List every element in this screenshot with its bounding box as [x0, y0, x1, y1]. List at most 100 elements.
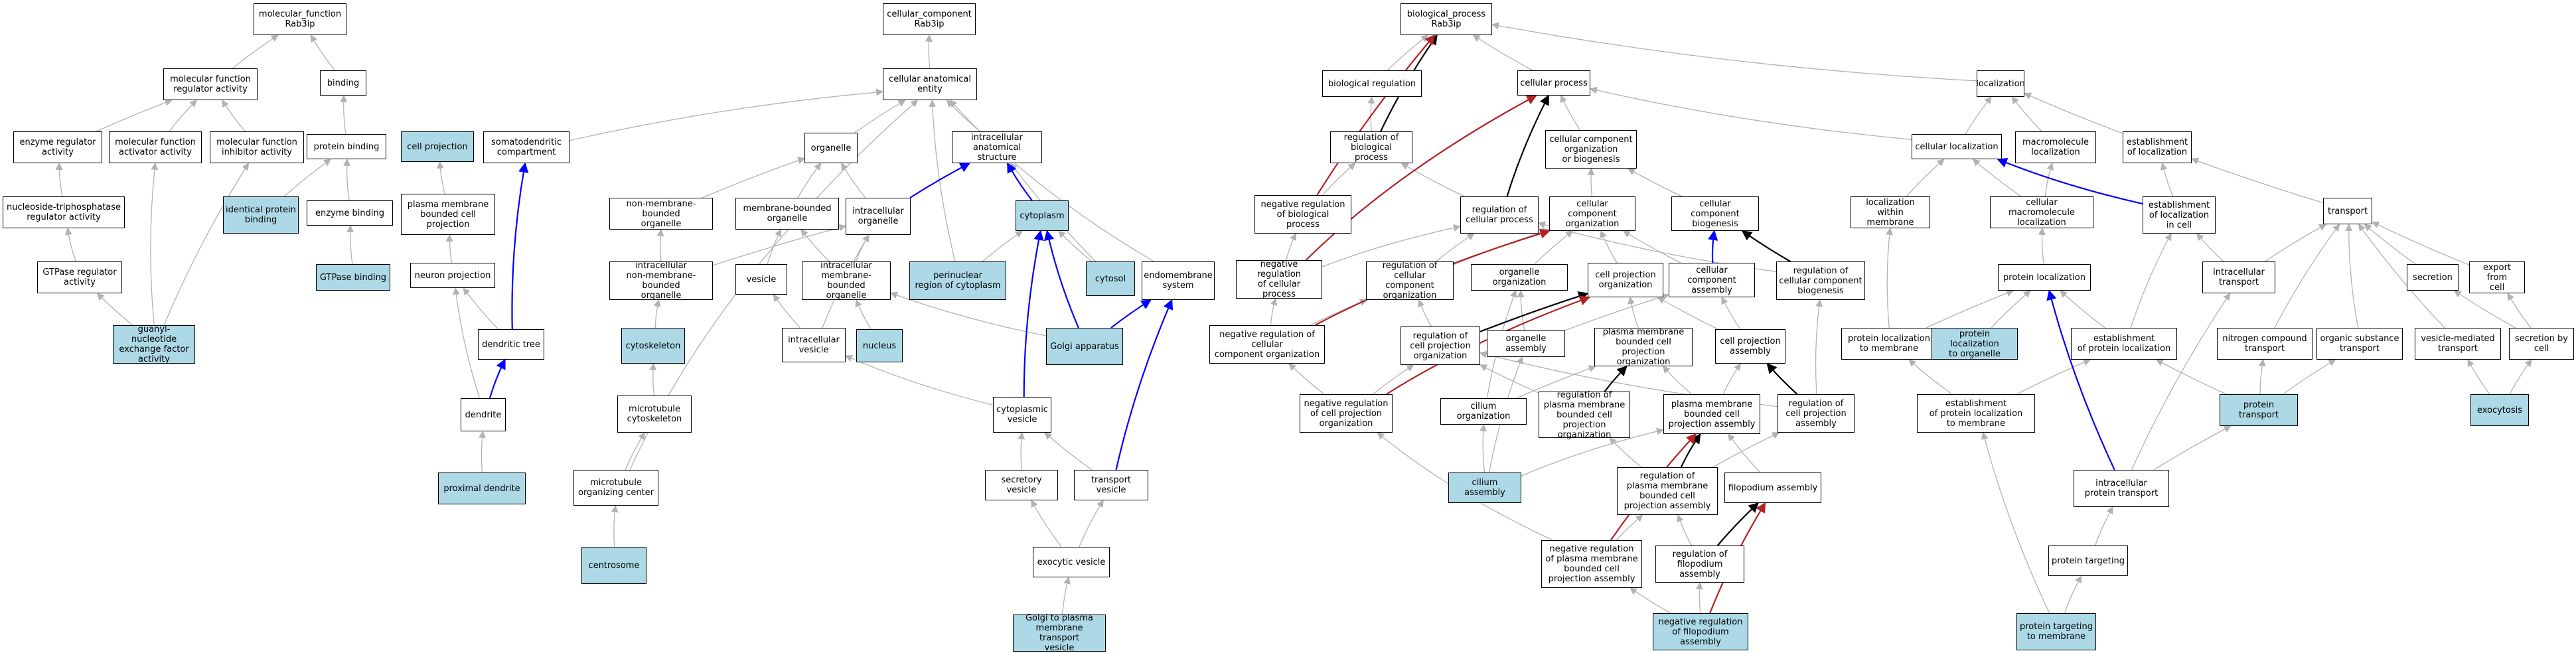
go-term-node[interactable]: molecular function inhibitor activity [210, 131, 304, 163]
go-term-node[interactable]: cilium assembly [1448, 472, 1521, 503]
go-term-node[interactable]: filopodium assembly [1724, 472, 1821, 503]
go-term-node[interactable]: cytosol [1086, 261, 1135, 296]
go-term-node[interactable]: non-membrane-bounded organelle [609, 198, 713, 230]
go-term-node[interactable]: cellular_component Rab3ip [883, 3, 976, 35]
go-term-node[interactable]: protein localization to organelle [1932, 328, 2018, 360]
go-term-node[interactable]: enzyme regulator activity [13, 131, 102, 163]
go-term-node[interactable]: regulation of filopodium assembly [1655, 545, 1744, 583]
go-term-node[interactable]: localization within membrane [1851, 196, 1930, 228]
go-term-node[interactable]: cellular component organization or bioge… [1545, 130, 1637, 169]
go-term-node[interactable]: cell projection [401, 131, 474, 162]
go-term-node[interactable]: protein localization to membrane [1841, 328, 1937, 360]
go-term-node[interactable]: transport vesicle [1074, 470, 1148, 500]
go-term-node[interactable]: establishment of localization in cell [2143, 196, 2216, 234]
go-term-node[interactable]: negative regulation of plasma membrane b… [1541, 540, 1642, 588]
go-term-node[interactable]: endomembrane system [1142, 261, 1215, 300]
go-term-node[interactable]: negative regulation of biological proces… [1254, 195, 1351, 234]
go-term-node[interactable]: cytoplasm [1016, 200, 1069, 231]
go-term-node[interactable]: transport [2323, 198, 2372, 224]
go-term-node[interactable]: intracellular organelle [846, 198, 911, 235]
go-term-node[interactable]: nucleus [856, 329, 903, 362]
go-term-node[interactable]: protein targeting [2048, 545, 2128, 576]
go-term-node[interactable]: localization [1976, 70, 2025, 97]
go-term-node[interactable]: GTPase binding [316, 264, 390, 291]
go-term-node[interactable]: binding [320, 70, 366, 96]
go-term-node[interactable]: protein binding [307, 134, 386, 159]
go-term-node[interactable]: molecular function regulator activity [163, 68, 258, 100]
go-term-node[interactable]: cellular component assembly [1669, 263, 1755, 297]
go-term-node[interactable]: regulation of cell projection organizati… [1401, 326, 1480, 365]
go-term-node[interactable]: cilium organization [1440, 398, 1527, 425]
go-term-node[interactable]: Golgi to plasma membrane transport vesic… [1013, 613, 1106, 653]
go-term-node[interactable]: enzyme binding [307, 200, 393, 226]
go-term-node[interactable]: export from cell [2469, 261, 2525, 293]
go-term-node[interactable]: cellular process [1517, 70, 1590, 96]
go-term-node[interactable]: cellular anatomical entity [883, 68, 977, 100]
go-term-node[interactable]: exocytosis [2470, 394, 2529, 426]
go-term-node[interactable]: intracellular anatomical structure [952, 131, 1042, 163]
go-term-node[interactable]: regulation of cellular component organiz… [1366, 261, 1454, 301]
go-term-node[interactable]: cell projection assembly [1715, 329, 1785, 364]
go-term-node[interactable]: nucleoside-triphosphatase regulator acti… [3, 196, 125, 228]
go-term-node[interactable]: secretion [2407, 264, 2459, 291]
go-term-node[interactable]: regulation of plasma membrane bounded ce… [1617, 467, 1718, 515]
go-term-node[interactable]: organelle [804, 133, 858, 163]
go-term-node[interactable]: intracellular transport [2202, 261, 2275, 293]
go-term-node[interactable]: regulation of cell projection assembly [1778, 394, 1855, 433]
go-term-node[interactable]: intracellular non-membrane-bounded organ… [609, 261, 713, 301]
go-term-node[interactable]: protein targeting to membrane [2016, 613, 2096, 650]
go-term-node[interactable]: establishment of protein localization [2071, 328, 2177, 360]
go-term-node[interactable]: cellular localization [1912, 134, 2002, 159]
go-term-node[interactable]: regulation of cellular component biogene… [1776, 261, 1865, 300]
go-term-node[interactable]: molecular function activator activity [109, 131, 202, 163]
go-term-node[interactable]: somatodendritic compartment [483, 131, 569, 163]
go-term-node[interactable]: vesicle [735, 264, 787, 295]
go-term-node[interactable]: cellular component biogenesis [1671, 196, 1759, 231]
go-term-node[interactable]: organelle organization [1471, 264, 1568, 291]
go-term-node[interactable]: establishment of localization [2123, 131, 2192, 163]
go-term-node[interactable]: biological_process Rab3ip [1401, 3, 1492, 35]
go-term-node[interactable]: identical protein binding [223, 196, 299, 234]
go-term-node[interactable]: plasma membrane bounded cell projection … [1663, 394, 1760, 434]
go-term-node[interactable]: negative regulation of cellular process [1236, 259, 1322, 299]
go-term-node[interactable]: dendritic tree [478, 329, 544, 360]
go-term-node[interactable]: secretion by cell [2509, 328, 2574, 360]
go-term-node[interactable]: protein transport [2220, 394, 2298, 426]
go-term-node[interactable]: intracellular protein transport [2074, 470, 2169, 507]
go-term-node[interactable]: regulation of cellular process [1460, 196, 1539, 234]
go-term-node[interactable]: establishment of protein localization to… [1917, 394, 2035, 433]
go-term-node[interactable]: centrosome [581, 547, 646, 584]
go-term-node[interactable]: Golgi apparatus [1046, 328, 1123, 365]
go-term-node[interactable]: cytoplasmic vesicle [993, 397, 1051, 433]
go-term-node[interactable]: dendrite [461, 398, 506, 431]
go-term-node[interactable]: organic substance transport [2316, 328, 2403, 360]
go-term-node[interactable]: negative regulation of filopodium assemb… [1653, 613, 1748, 650]
go-term-node[interactable]: negative regulation of cell projection o… [1300, 394, 1393, 433]
go-term-node[interactable]: cell projection organization [1588, 263, 1663, 297]
go-term-node[interactable]: cellular macromolecule localization [1990, 196, 2093, 228]
go-term-node[interactable]: GTPase regulator activity [37, 261, 122, 293]
go-term-node[interactable]: plasma membrane bounded cell projection … [1594, 327, 1693, 367]
go-term-node[interactable]: neuron projection [410, 263, 495, 288]
go-term-node[interactable]: organelle assembly [1487, 330, 1565, 357]
go-term-node[interactable]: membrane-bounded organelle [735, 198, 839, 230]
go-term-node[interactable]: microtubule cytoskeleton [617, 396, 692, 433]
go-term-node[interactable]: molecular_function Rab3ip [254, 3, 346, 35]
go-term-node[interactable]: proximal dendrite [438, 472, 526, 504]
go-term-node[interactable]: nitrogen compound transport [2217, 328, 2312, 360]
go-term-node[interactable]: cytoskeleton [621, 328, 685, 364]
go-term-node[interactable]: microtubule organizing center [573, 470, 658, 506]
go-term-node[interactable]: vesicle-mediated transport [2415, 328, 2501, 360]
go-term-node[interactable]: plasma membrane bounded cell projection [401, 194, 495, 235]
go-term-node[interactable]: protein localization [1998, 264, 2091, 291]
go-term-node[interactable]: intracellular vesicle [782, 328, 846, 362]
go-term-node[interactable]: negative regulation of cellular componen… [1209, 325, 1325, 364]
go-term-node[interactable]: regulation of plasma membrane bounded ce… [1539, 390, 1630, 440]
go-term-node[interactable]: secretory vesicle [985, 470, 1058, 500]
go-term-node[interactable]: guanyl-nucleotide exchange factor activi… [113, 325, 195, 364]
go-term-node[interactable]: macromolecule localization [2015, 131, 2096, 163]
go-term-node[interactable]: regulation of biological process [1330, 131, 1412, 163]
go-term-node[interactable]: biological regulation [1322, 70, 1422, 97]
go-term-node[interactable]: cellular component organization [1549, 196, 1635, 231]
go-term-node[interactable]: exocytic vesicle [1033, 547, 1110, 577]
